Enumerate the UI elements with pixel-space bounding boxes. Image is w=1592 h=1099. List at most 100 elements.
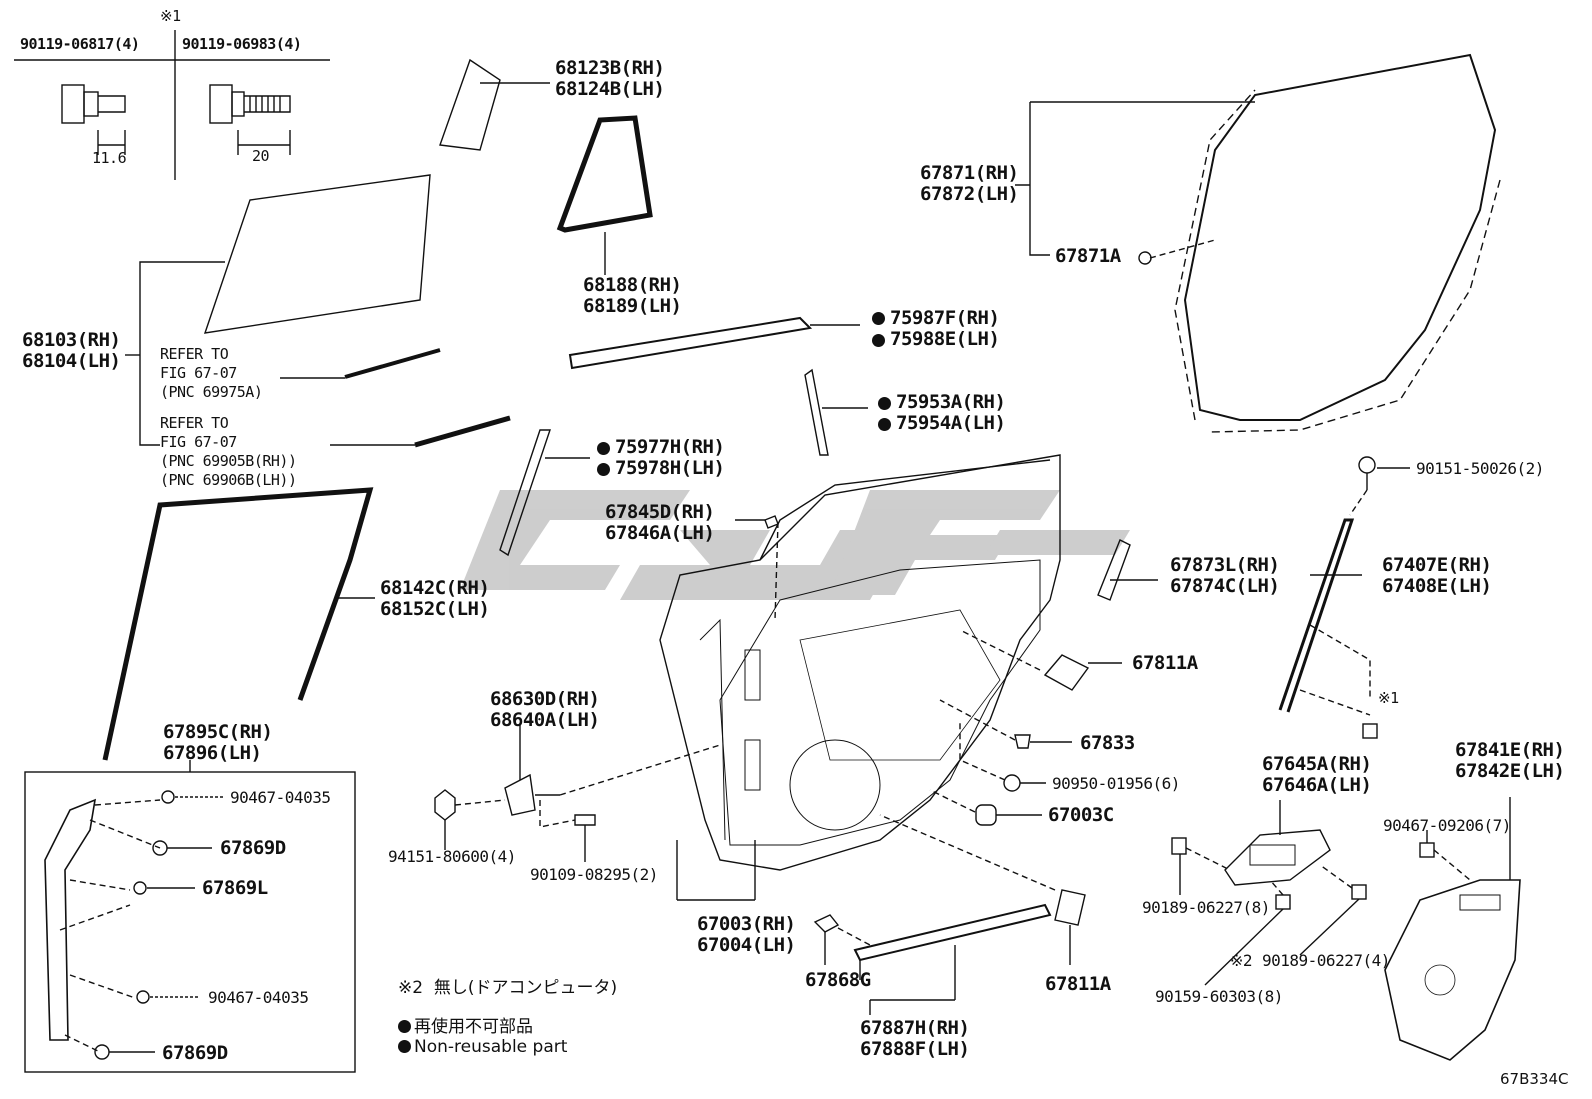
reference-note-1: REFER TO FIG 67-07 (PNC 69975A)	[160, 345, 263, 401]
belt-molding-inner	[414, 415, 511, 448]
bolt-icon	[1275, 894, 1291, 910]
computer-bracket	[1224, 829, 1331, 886]
part-label-68630d: 68630D(RH) 68640A(LH)	[490, 688, 600, 731]
stopper-icon	[975, 804, 997, 826]
fastener-table	[14, 30, 330, 180]
door-check	[504, 773, 560, 816]
door-seal-inner	[44, 798, 97, 1041]
bolt-icon	[1362, 723, 1378, 739]
part-label-90151: 90151-50026(2)	[1416, 459, 1544, 478]
upper-frame-molding	[568, 316, 813, 370]
non-reusable-dot	[872, 334, 885, 347]
part-label-67871: 67871(RH) 67872(LH)	[920, 162, 1019, 205]
legend-dot	[398, 1040, 411, 1053]
part-label-94151: 94151-80600(4)	[388, 847, 516, 866]
service-hole-cover	[1043, 654, 1090, 691]
part-label-67845d: 67845D(RH) 67846A(LH)	[605, 501, 715, 544]
part-label-67868g: 67868G	[805, 969, 871, 991]
part-label-68188: 68188(RH) 68189(LH)	[583, 274, 682, 317]
part-label-68142c: 68142C(RH) 68152C(LH)	[380, 577, 490, 620]
inset-box	[24, 771, 356, 1073]
part-label-67841e: 67841E(RH) 67842E(LH)	[1455, 739, 1565, 782]
clip-icon	[1351, 884, 1367, 900]
pillar-garnish	[499, 429, 551, 557]
pad	[1054, 889, 1086, 926]
part-label-90467-04035-lower: 90467-04035	[208, 988, 309, 1007]
reference-note-2: REFER TO FIG 67-07 (PNC 69905B(RH)) (PNC…	[160, 414, 297, 489]
part-label-90109: 90109-08295(2)	[530, 865, 658, 884]
part-label-67887h: 67887H(RH) 67888F(LH)	[860, 1017, 970, 1060]
part-label-67871a: 67871A	[1055, 245, 1121, 267]
part-label-90159: 90159-60303(8)	[1155, 987, 1283, 1006]
part-label-67407e: 67407E(RH) 67408E(LH)	[1382, 554, 1492, 597]
clip-icon	[94, 1044, 110, 1060]
non-reusable-dot	[878, 397, 891, 410]
part-label-67645a: 67645A(RH) 67646A(LH)	[1262, 753, 1372, 796]
table-part-1: 90119-06817(4)	[20, 35, 140, 53]
rear-channel	[1278, 518, 1355, 713]
part-label-67869d-upper: 67869D	[220, 837, 286, 859]
door-glass	[203, 174, 431, 334]
non-reusable-dot	[597, 463, 610, 476]
note-mark-1: ※1	[1378, 689, 1399, 707]
watermark-logo	[460, 490, 1130, 600]
nut-icon	[434, 789, 456, 821]
clip-icon	[1171, 837, 1187, 855]
clip-icon	[764, 515, 779, 529]
part-label-67003: 67003(RH) 67004(LH)	[697, 913, 796, 956]
part-label-67895c: 67895C(RH) 67896(LH)	[163, 721, 273, 764]
part-label-68103: 68103(RH) 68104(LH)	[22, 329, 121, 372]
clip-icon	[1014, 734, 1031, 749]
legend-non-reusable-en: Non-reusable part	[414, 1037, 568, 1057]
belt-molding	[344, 348, 441, 379]
clip-icon	[1419, 842, 1435, 858]
diagram-code: 67B334C	[1500, 1070, 1569, 1088]
part-label-67003c: 67003C	[1048, 804, 1114, 826]
part-label-90189-4: 90189-06227(4)	[1262, 951, 1390, 970]
legend-non-reusable-jp: 再使用不可部品	[414, 1017, 533, 1037]
legend-dot	[398, 1020, 411, 1033]
legend-note-2: ※2 無し(ドアコンピュータ)	[398, 978, 618, 998]
bolt-icon	[574, 814, 596, 826]
bolt-icon	[61, 84, 126, 155]
screw-icon	[1358, 456, 1376, 490]
table-part-2: 90119-06983(4)	[182, 35, 302, 53]
part-label-90950: 90950-01956(6)	[1052, 774, 1180, 793]
clip-icon	[136, 990, 150, 1004]
table-dim-1: 11.6	[92, 149, 127, 167]
part-label-75987f: 75987F(RH) 75988E(LH)	[890, 307, 1000, 350]
part-label-67811a-lower: 67811A	[1045, 973, 1111, 995]
quarter-weatherstrip	[556, 115, 653, 233]
clip-icon	[161, 790, 175, 804]
non-reusable-dot	[878, 418, 891, 431]
door-panel	[659, 454, 1061, 871]
part-label-67869d-lower: 67869D	[162, 1042, 228, 1064]
part-label-67811a-upper: 67811A	[1132, 652, 1198, 674]
part-label-75953a: 75953A(RH) 75954A(LH)	[896, 391, 1006, 434]
quarter-glass	[439, 58, 501, 151]
clip-icon	[1138, 251, 1152, 265]
part-label-67873l: 67873L(RH) 67874C(LH)	[1170, 554, 1280, 597]
door-weatherstrip	[1174, 53, 1501, 433]
table-note-mark: ※1	[160, 7, 181, 25]
part-label-90467-09206: 90467-09206(7)	[1383, 816, 1511, 835]
door-frame-garnish	[1097, 539, 1131, 601]
part-label-67833: 67833	[1080, 732, 1135, 754]
bolt-icon	[209, 84, 291, 155]
non-reusable-dot	[872, 312, 885, 325]
part-label-67869l: 67869L	[202, 877, 268, 899]
grommet-icon	[1003, 774, 1021, 792]
table-dim-2: 20	[252, 147, 270, 165]
rocker-molding	[853, 903, 1052, 962]
part-label-90189-8: 90189-06227(8)	[1142, 898, 1270, 917]
clip-icon	[133, 881, 147, 895]
door-service-cover	[1384, 879, 1521, 1061]
part-label-68123b: 68123B(RH) 68124B(LH)	[555, 57, 665, 100]
non-reusable-dot	[597, 442, 610, 455]
clip-icon	[813, 914, 840, 933]
part-label-75977h: 75977H(RH) 75978H(LH)	[615, 436, 725, 479]
note-mark-2: ※2	[1230, 951, 1253, 970]
run-channel	[102, 487, 374, 761]
